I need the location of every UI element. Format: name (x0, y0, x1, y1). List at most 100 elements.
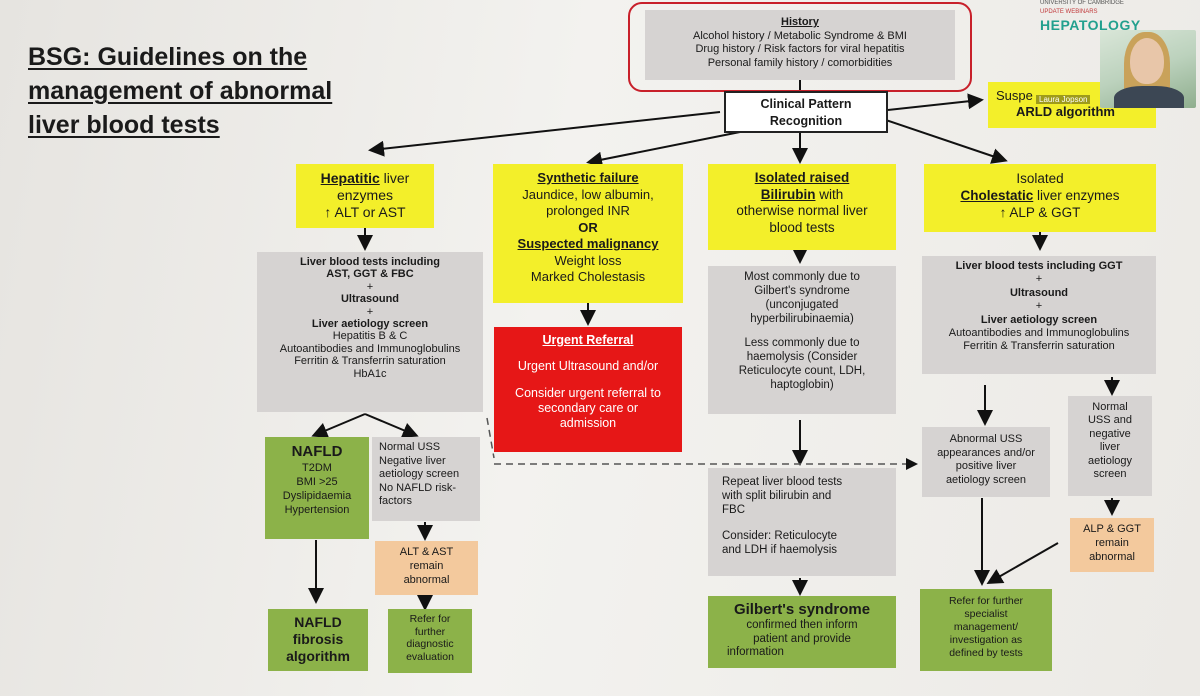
bilirubin-line: otherwise normal liver (736, 203, 868, 218)
title-line-2: management of abnormal (28, 77, 333, 105)
cholestatic-box: Isolated Cholestatic liver enzymes ↑ ALP… (924, 164, 1156, 232)
refer-specialist-line: Refer for further (948, 595, 1024, 607)
history-line: Alcohol history / Metabolic Syndrome & B… (693, 29, 907, 42)
alt-ast-box: ALT & AST remain abnormal (375, 541, 478, 595)
urgent-line: secondary care or (537, 401, 639, 415)
bilirubin-line: blood tests (769, 219, 835, 235)
gilbert-info-line: (unconjugated (765, 299, 839, 311)
synthetic-or: OR (578, 219, 598, 235)
refer-specialist-box: Refer for further specialist management/… (920, 589, 1052, 671)
arld-prefix: Suspe (996, 88, 1033, 103)
synthetic-title: Synthetic failure (537, 170, 639, 185)
hepatitic-line: ↑ ALT or AST (324, 204, 406, 220)
clinical-pattern-box: Clinical Pattern Recognition (724, 91, 888, 133)
refer-specialist-line: management/ (953, 621, 1019, 633)
nafld-fibrosis-box: NAFLD fibrosis algorithm (268, 609, 368, 671)
cholestatic-rest: liver enzymes (1033, 188, 1120, 203)
lft-right-box: Liver blood tests including GGT + Ultras… (922, 256, 1156, 374)
normal-uss-line: factors (379, 495, 413, 507)
normal-uss-right-box: Normal USS and negative liver aetiology … (1068, 396, 1152, 496)
nafld-line: BMI >25 (296, 476, 338, 488)
synthetic-line: Jaundice, low albumin, (522, 186, 654, 202)
plus-sign: + (366, 305, 374, 318)
clinical-line: Recognition (769, 114, 843, 128)
plus-sign: + (366, 280, 374, 293)
event-label: UPDATE WEBINARS (1040, 9, 1098, 15)
repeat-line: with split bilirubin and (722, 490, 832, 502)
bilirubin-title-2: Bilirubin (760, 186, 816, 202)
nafld-line: T2DM (302, 462, 332, 474)
normal-uss-line: No NAFLD risk- (379, 481, 457, 494)
lft-right-bold: Liver aetiology screen (980, 313, 1098, 326)
slide-title: BSG: Guidelines on the management of abn… (28, 40, 408, 142)
arrow-to-synthetic (586, 131, 741, 168)
university-logo: UNIVERSITY OF CAMBRIDGE (1040, 0, 1124, 6)
clinical-line: Clinical Pattern (760, 97, 852, 111)
repeat-line: FBC (722, 504, 745, 516)
urgent-title: Urgent Referral (542, 333, 634, 347)
alt-ast-line: ALT & AST (399, 546, 454, 558)
normal-uss-right-line: liver (1099, 441, 1121, 454)
gilbert-info-box: Most commonly due to Gilbert's syndrome … (708, 266, 896, 414)
plus-sign: + (1035, 300, 1043, 313)
repeat-line: Consider: Reticulocyte (722, 530, 838, 542)
gilbert-info-line: Gilbert's syndrome (754, 285, 850, 297)
alp-ggt-box: ALP & GGT remain abnormal (1070, 518, 1154, 572)
lft-right-bold: Liver blood tests including GGT (955, 260, 1123, 272)
normal-uss-right-line: USS and (1087, 414, 1133, 427)
urgent-line: Urgent Ultrasound and/or (517, 359, 659, 373)
lft-right-line: Autoantibodies and Immunoglobulins (948, 327, 1130, 340)
bilirubin-box: Isolated raised Bilirubin with otherwise… (708, 164, 896, 250)
nafld-fibrosis-line: algorithm (286, 648, 350, 664)
lft-right-line: Ferritin & Transferrin saturation (963, 340, 1115, 353)
malignancy-line: Marked Cholestasis (530, 269, 646, 284)
normal-uss-right-line: Normal (1092, 401, 1128, 413)
abnormal-uss-line: appearances and/or (937, 446, 1035, 459)
nafld-line: Hypertension (284, 504, 350, 516)
hepatology-logo: HEPATOLOGY (1040, 17, 1141, 33)
normal-uss-right-line: aetiology (1087, 454, 1133, 467)
refer-diagnostic-line: Refer for (409, 613, 451, 625)
gilbert-line: information (727, 646, 784, 658)
nafld-fibrosis-line: NAFLD (294, 614, 342, 630)
alt-ast-line: abnormal (403, 574, 450, 586)
gilbert-info-line: hyperbilirubinaemia) (750, 313, 854, 325)
gilbert-info-line: haemolysis (Consider (746, 351, 858, 363)
lft-right-bold: Ultrasound (1009, 286, 1069, 299)
cholestatic-line: ↑ ALP & GGT (999, 205, 1081, 220)
gilbert-line: patient and provide (753, 632, 851, 645)
urgent-referral-box: Urgent Referral Urgent Ultrasound and/or… (494, 327, 682, 452)
hepatitic-line: enzymes (336, 187, 394, 203)
lft-left-box: Liver blood tests including AST, GGT & F… (257, 252, 483, 412)
hepatitic-title: Hepatitic (320, 170, 380, 186)
urgent-line: admission (559, 416, 617, 430)
lft-left-bold: Liver blood tests including (300, 256, 440, 268)
repeat-line: Repeat liver blood tests (722, 476, 843, 488)
refer-diagnostic-line: diagnostic (406, 638, 454, 650)
repeat-line: and LDH if haemolysis (722, 544, 838, 556)
hepatitic-box: Hepatitic liver enzymes ↑ ALT or AST (296, 164, 434, 228)
history-line: Drug history / Risk factors for viral he… (695, 43, 905, 55)
gilbert-info-line: Reticulocyte count, LDH, (738, 365, 866, 377)
arrow-to-hepatitic (368, 111, 721, 157)
alp-ggt-line: ALP & GGT (1083, 523, 1141, 535)
gilbert-syndrome-box: Gilbert's syndrome confirmed then inform… (708, 596, 896, 668)
plus-sign: + (1035, 273, 1043, 286)
arld-label: ARLD algorithm (1016, 104, 1115, 119)
cholestatic-title: Cholestatic (960, 188, 1034, 203)
abnormal-uss-box: Abnormal USS appearances and/or positive… (922, 427, 1050, 497)
refer-specialist-line: investigation as (949, 634, 1023, 646)
synthetic-line: prolonged INR (546, 203, 630, 218)
alt-ast-line: remain (409, 560, 444, 572)
history-line: Personal family history / comorbidities (707, 56, 893, 69)
repeat-lft-box: Repeat liver blood tests with split bili… (708, 468, 896, 576)
normal-uss-right-line: screen (1093, 468, 1127, 481)
gilbert-info-line: haptoglobin) (770, 379, 834, 391)
normal-uss-box: Normal USS Negative liver aetiology scre… (372, 437, 480, 521)
hepatitic-rest: liver (379, 170, 410, 186)
bilirubin-rest: with (815, 186, 844, 202)
nafld-title: NAFLD (291, 443, 343, 460)
normal-uss-line: Normal USS (379, 441, 441, 453)
